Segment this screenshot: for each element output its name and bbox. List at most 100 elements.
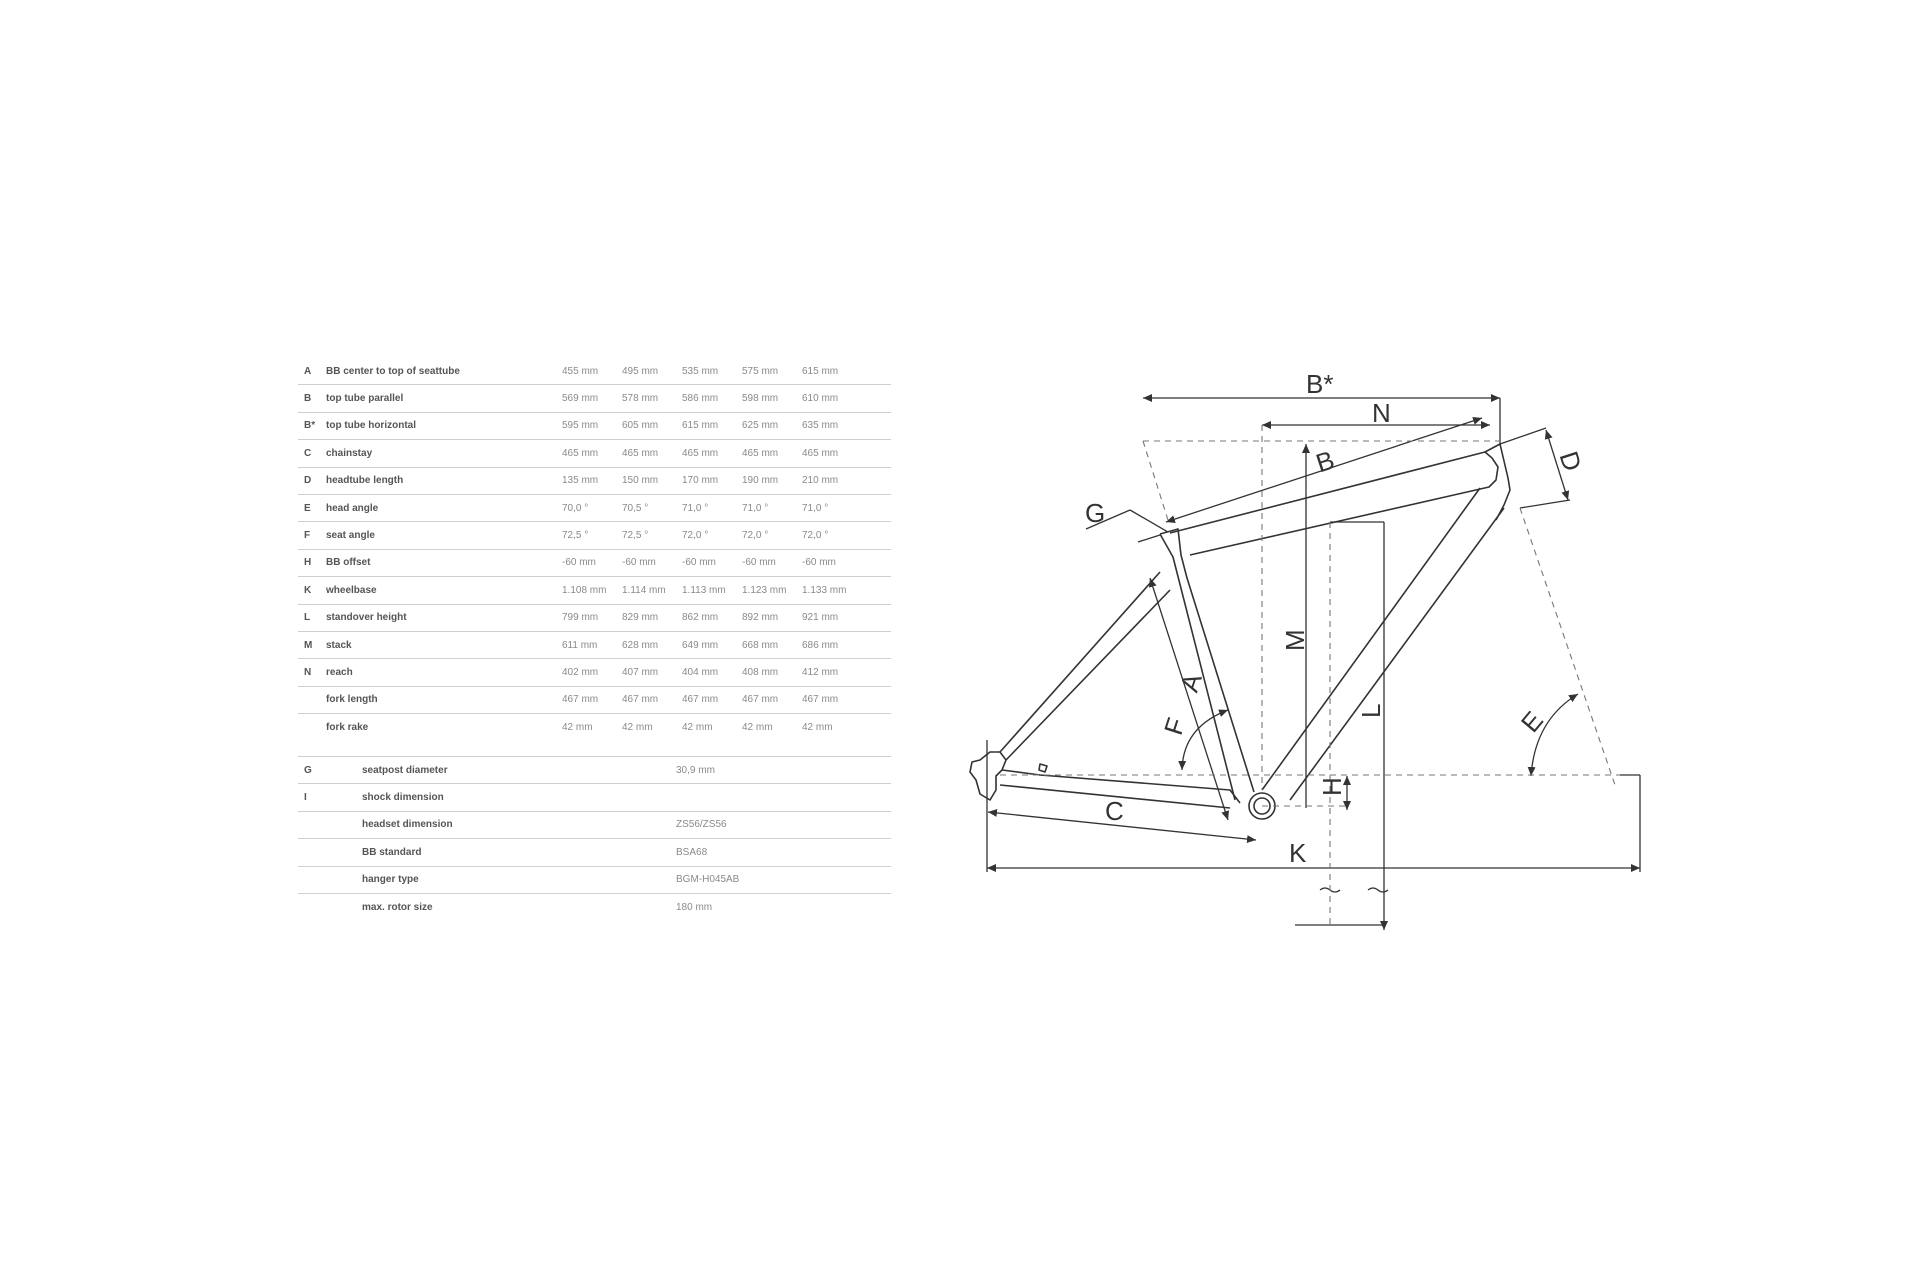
spec-label: BB standard xyxy=(362,846,422,858)
size-value: 829 mm xyxy=(622,612,659,624)
size-value: 467 mm xyxy=(562,694,599,706)
dimension-code: E xyxy=(304,502,311,514)
label-c: C xyxy=(1105,796,1124,826)
size-value: -60 mm xyxy=(562,557,596,569)
size-value: 72,0 ° xyxy=(802,530,829,542)
size-value: 72,0 ° xyxy=(682,530,709,542)
dimension-label: seat angle xyxy=(326,530,375,542)
spec-value: ZS56/ZS56 xyxy=(676,819,727,831)
size-value: 862 mm xyxy=(682,612,719,624)
label-e: E xyxy=(1515,705,1549,738)
size-value: 668 mm xyxy=(742,639,779,651)
dimension-label: head angle xyxy=(326,502,379,514)
size-value: 610 mm xyxy=(802,393,839,405)
size-value: 42 mm xyxy=(802,722,833,734)
dimension-code: D xyxy=(304,475,312,487)
label-b-star: B* xyxy=(1306,369,1333,399)
size-value: 465 mm xyxy=(622,447,659,459)
label-h: H xyxy=(1317,777,1347,796)
size-value: 1.113 mm xyxy=(682,584,726,596)
label-n: N xyxy=(1372,398,1391,428)
dimension-label: top tube horizontal xyxy=(326,420,416,432)
spec-label: hanger type xyxy=(362,874,419,886)
size-value: 71,0 ° xyxy=(742,502,769,514)
spec-code: I xyxy=(304,792,307,804)
dimension-label: headtube length xyxy=(326,475,404,487)
size-value: 72,0 ° xyxy=(742,530,769,542)
size-value: 615 mm xyxy=(682,420,719,432)
dimension-labels: B* N B D G M A F L E H C K xyxy=(1085,369,1588,868)
spec-label: shock dimension xyxy=(362,792,444,804)
spec-row: headset dimension ZS56/ZS56 xyxy=(298,812,891,840)
dimension-lines xyxy=(986,394,1641,930)
size-value: 407 mm xyxy=(622,666,659,678)
size-value: 72,5 ° xyxy=(562,530,589,542)
spec-label: seatpost diameter xyxy=(362,764,448,776)
size-value: 465 mm xyxy=(742,447,779,459)
dimension-code: A xyxy=(304,365,312,377)
size-value: 404 mm xyxy=(682,666,719,678)
size-value: 625 mm xyxy=(742,420,779,432)
size-value: 799 mm xyxy=(562,612,599,624)
size-value: 635 mm xyxy=(802,420,839,432)
size-value: 598 mm xyxy=(742,393,779,405)
dimension-code: B* xyxy=(304,420,316,432)
size-value: 1.123 mm xyxy=(742,584,787,596)
size-value: 70,0 ° xyxy=(562,502,589,514)
dimension-label: fork rake xyxy=(326,722,369,734)
size-value: 412 mm xyxy=(802,666,839,678)
seat-collar xyxy=(1159,528,1182,556)
size-value: 42 mm xyxy=(562,722,593,734)
down-tube xyxy=(1261,487,1505,801)
size-value: -60 mm xyxy=(622,557,656,569)
size-value: 42 mm xyxy=(622,722,653,734)
size-value: 170 mm xyxy=(682,475,719,487)
size-value: 535 mm xyxy=(682,365,719,377)
label-k: K xyxy=(1289,838,1307,868)
dimension-label: chainstay xyxy=(326,447,373,459)
dimension-code: F xyxy=(304,530,311,542)
size-value: 686 mm xyxy=(802,639,839,651)
size-value: 892 mm xyxy=(742,612,779,624)
size-value: 495 mm xyxy=(622,365,659,377)
spec-value: BSA68 xyxy=(676,846,708,858)
label-l: L xyxy=(1356,704,1386,718)
spec-row: hanger type BGM-H045AB xyxy=(298,867,891,894)
size-value: 465 mm xyxy=(562,447,599,459)
spec-label: headset dimension xyxy=(362,819,453,831)
size-value: 150 mm xyxy=(622,475,659,487)
label-m: M xyxy=(1280,629,1310,651)
head-tube xyxy=(1484,443,1511,521)
dimension-code: H xyxy=(304,557,312,569)
dimension-label: stack xyxy=(326,639,352,651)
spec-value: 30,9 mm xyxy=(676,764,715,776)
size-value: 190 mm xyxy=(742,475,779,487)
dimension-code: K xyxy=(304,584,312,596)
size-value: 455 mm xyxy=(562,365,599,377)
dimension-code: B xyxy=(304,393,312,405)
size-value: 575 mm xyxy=(742,365,779,377)
spec-value: BGM-H045AB xyxy=(676,874,740,886)
size-value: 1.133 mm xyxy=(802,584,847,596)
size-value: 465 mm xyxy=(802,447,839,459)
label-g: G xyxy=(1085,498,1105,528)
size-value: 578 mm xyxy=(622,393,659,405)
dimension-code: N xyxy=(304,666,312,678)
size-value: 611 mm xyxy=(562,639,598,651)
label-f: F xyxy=(1158,714,1191,738)
size-value: 465 mm xyxy=(682,447,719,459)
size-value: 628 mm xyxy=(622,639,659,651)
label-d: D xyxy=(1554,448,1588,475)
